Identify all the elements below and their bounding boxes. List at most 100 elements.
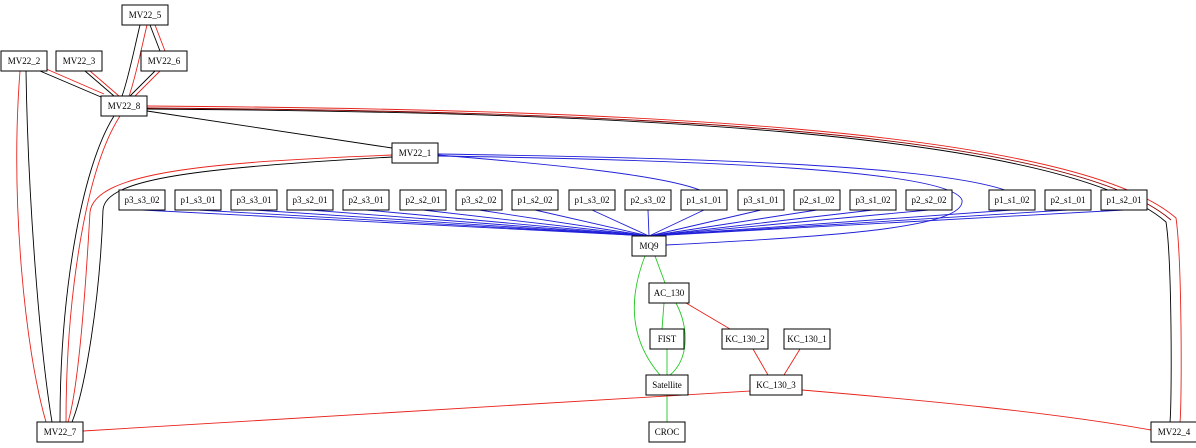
node-label: FIST [658,334,677,344]
node-box [174,189,222,211]
edge-kc-130-3-mv22-4 [801,389,1152,431]
node-box [680,189,728,211]
edge-kc-130-2-kc-130-3 [752,348,769,376]
edge-mv22-8-mv22-1 [146,110,393,149]
node-label: MV22_1 [399,148,432,158]
edge-mv22-1-mq9 [437,155,963,246]
node-label: p1_s1_01 [686,195,721,205]
node-box [121,4,169,26]
edge-p1-s2-01-mq9 [648,209,1125,237]
node-mq9: MQ9 [631,235,667,257]
edge-p2-s2-02-mq9 [648,209,930,237]
node-p3-s3-01: p3_s3_01 [230,189,278,211]
edge-p1-s2-02-mq9 [534,209,650,237]
node-box [721,328,769,350]
node-box [645,374,689,396]
node-mv22-7: MV22_7 [36,421,84,443]
node-p1-s2-01: p1_s2_01 [1100,189,1148,211]
node-label: MV22_5 [129,10,162,20]
node-label: MV22_6 [148,56,181,66]
node-label: p2_s3_01 [348,195,383,205]
node-label: p3_s1_01 [743,195,778,205]
node-mv22-2: MV22_2 [0,50,48,72]
node-box [649,328,685,350]
edge-mq9-ac-130 [654,255,666,284]
node-label: p1_s3_02 [574,195,609,205]
node-mv22-5: MV22_5 [121,4,169,26]
edge-p3-s3-02-mq9 [141,209,650,237]
node-box [140,50,188,72]
node-box [230,189,278,211]
edge-mv22-6-mv22-8 [134,70,161,97]
node-box [399,189,447,211]
node-p1-s1-02: p1_s1_02 [988,189,1036,211]
node-label: p2_s3_02 [630,195,665,205]
edge-mv22-8-mv22-7 [59,115,115,423]
node-kc-130-3: KC_130_3 [749,374,803,396]
node-box [648,282,690,304]
node-label: AC_130 [654,288,685,298]
edge-ac-130-satellite [669,302,686,376]
node-p2-s1-02: p2_s1_02 [793,189,841,211]
node-box [55,50,103,72]
node-label: p3_s3_01 [236,195,271,205]
edge-p3-s2-01-mq9 [309,209,650,237]
node-p1-s3-02: p1_s3_02 [568,189,616,211]
edge-layer [16,24,1182,432]
edge-p1-s1-02-mq9 [648,209,1013,237]
node-label: KC_130_3 [756,380,796,390]
node-label: MV22_8 [108,101,141,111]
edge-mv22-2-mv22-8 [39,70,102,98]
node-box [793,189,841,211]
node-ac-130: AC_130 [648,282,690,304]
node-p3-s3-02: p3_s3_02 [118,189,166,211]
node-label: p2_s2_02 [911,195,946,205]
edge-mv22-1-p1-s1-01 [437,154,701,191]
node-box [342,189,390,211]
node-label: Satellite [652,380,682,390]
node-p2-s3-01: p2_s3_01 [342,189,390,211]
node-box [1150,421,1196,443]
node-fist: FIST [649,328,685,350]
edge-p2-s1-02-mq9 [648,209,818,237]
node-p3-s1-01: p3_s1_01 [737,189,785,211]
edge-ac-130-fist [661,302,665,330]
node-mv22-8: MV22_8 [100,95,148,117]
edge-p2-s1-01-mq9 [648,209,1069,237]
edge-mv22-5-mv22-6 [149,24,161,52]
node-box [988,189,1036,211]
edge-mv22-1-mv22-4 [146,107,1172,221]
node-box [905,189,953,211]
node-box [749,374,803,396]
node-box [568,189,616,211]
edge-p1-s3-02-mq9 [591,209,650,237]
edge-mv22-1-mv22-7 [67,154,393,423]
node-label: MV22_4 [1158,427,1191,437]
node-p2-s2-02: p2_s2_02 [905,189,953,211]
node-p1-s3-01: p1_s3_01 [174,189,222,211]
node-box [737,189,785,211]
edge-p2-s3-02-mq9 [647,209,650,237]
node-box [624,189,672,211]
node-label: p3_s3_02 [124,195,159,205]
node-label: p2_s2_01 [405,195,440,205]
node-label: p2_s1_02 [799,195,834,205]
edge-mv22-5-mv22-8 [128,24,148,97]
edge-mv22-8-mv22-4 [146,108,1172,423]
node-label: MQ9 [639,241,659,251]
node-mv22-3: MV22_3 [55,50,103,72]
edge-mv22-5-mv22-8 [121,24,141,97]
node-mv22-1: MV22_1 [391,142,439,164]
node-kc-130-2: KC_130_2 [721,328,769,350]
node-p2-s1-01: p2_s1_01 [1044,189,1092,211]
node-box [849,189,897,211]
edge-mv22-8-mv22-4 [146,105,1182,423]
edge-kc-130-1-kc-130-3 [783,348,801,376]
node-p3-s2-01: p3_s2_01 [286,189,334,211]
node-p3-s2-02: p3_s2_02 [455,189,503,211]
node-box [1100,189,1148,211]
node-label: KC_130_1 [787,334,827,344]
node-p2-s2-01: p2_s2_01 [399,189,447,211]
